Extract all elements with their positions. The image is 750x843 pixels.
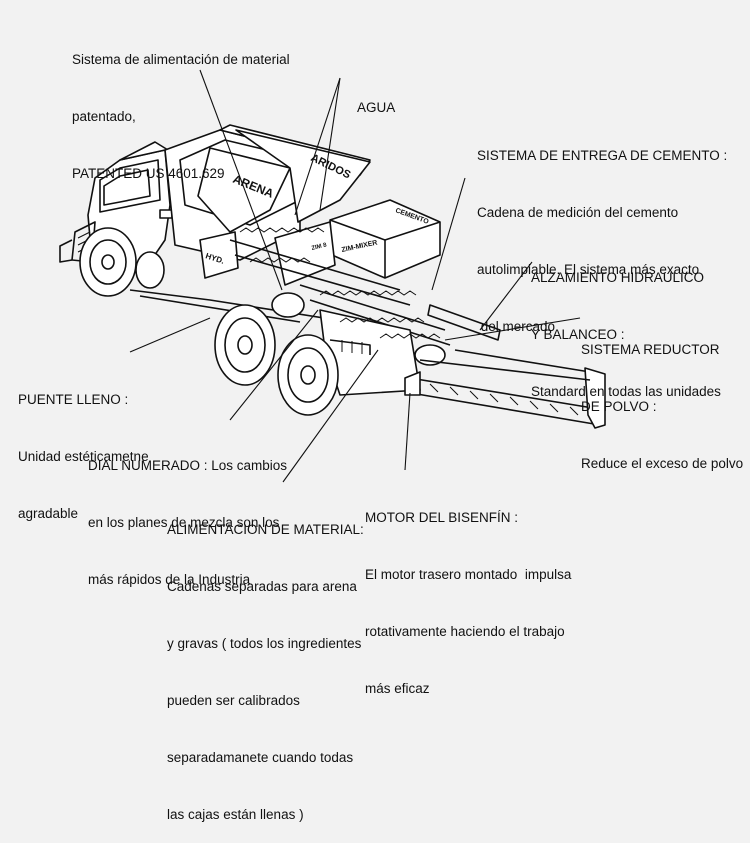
callout-hydraulic-lift: ALZAMIENTO HIDRAULICO Y BALANCEO : Stand…	[531, 270, 721, 399]
truck-mixer-illustration: ARENA ARIDOS CEMENTO HYD. ZIM-MIXER ZIM …	[59, 69, 606, 483]
front-wheel	[79, 227, 165, 297]
callout-numbered-dial: DIAL NUMERADO : Los cambios en los plane…	[88, 458, 288, 587]
conveyor-chains	[239, 227, 441, 339]
callout-full-bridge: PUENTE LLENO : Unidad estéticametne agra…	[18, 392, 149, 521]
callout-auger-motor: MOTOR DEL BISENFÍN : El motor trasero mo…	[365, 510, 572, 696]
leader-lines	[129, 69, 581, 483]
rear-wheels	[214, 304, 339, 416]
small-plate-label: ZIM 8	[311, 242, 328, 252]
callout-dust-reducer: SISTEMA REDUCTOR DE POLVO : Reduce el ex…	[581, 342, 744, 471]
hopper-body	[164, 124, 451, 396]
callout-material-feed: ALIMENTACION DE MATERIAL: Cadenas separa…	[167, 522, 364, 822]
callout-agua: AGUA	[357, 100, 396, 115]
callout-feed-system: Sistema de alimentación de material pate…	[72, 52, 290, 181]
callout-cement-delivery: SISTEMA DE ENTREGA DE CEMENTO : Cadena d…	[477, 148, 728, 334]
auger-boom	[404, 304, 606, 429]
